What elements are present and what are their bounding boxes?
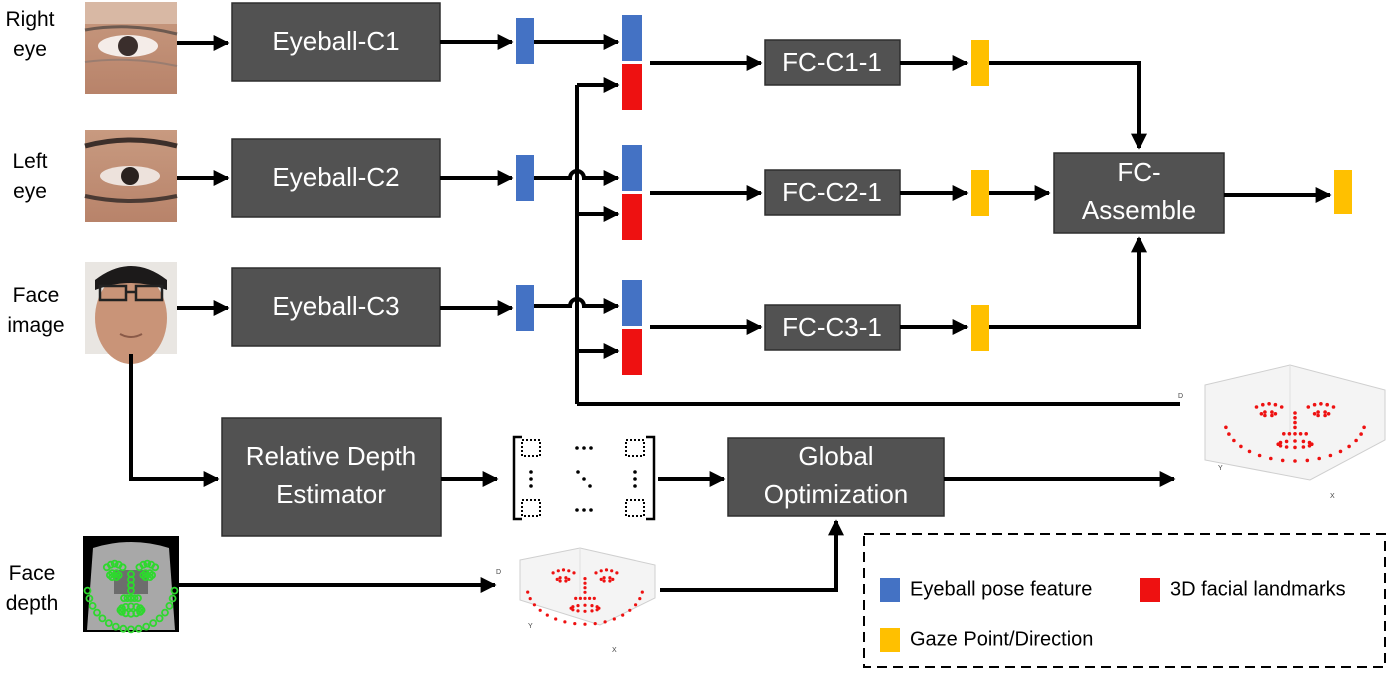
legend: Eyeball pose feature 3D facial landmarks… [863, 533, 1386, 668]
eyeball-pose-feature-1 [516, 18, 534, 64]
depth-map [83, 536, 179, 634]
concat-landmarks-2 [622, 194, 642, 240]
svg-text:FC-C1-1: FC-C1-1 [782, 47, 882, 77]
eyeball-c2-box: Eyeball-C2 [231, 138, 441, 218]
svg-text:X: X [1330, 493, 1335, 500]
legend-swatch-eyeball-pose [880, 578, 900, 602]
fc-c2-box: FC-C2-1 [764, 169, 901, 216]
concat-landmarks-3 [622, 329, 642, 375]
right-eye-photo [84, 2, 178, 94]
gaze-feature-2 [971, 170, 989, 216]
3d-scatter-plot-landmarks: D Y X [496, 547, 656, 654]
svg-text:FC-Assemble: FC-Assemble [1082, 157, 1196, 225]
concat-pose-3 [622, 280, 642, 326]
svg-text:X: X [612, 647, 617, 654]
eyeball-c1-box: Eyeball-C1 [231, 2, 441, 82]
eyeball-pose-feature-3 [516, 285, 534, 331]
fc-c3-box: FC-C3-1 [764, 304, 901, 351]
left-eye-photo [84, 130, 178, 222]
concat-pose-1 [622, 15, 642, 61]
legend-label-landmarks: 3D facial landmarks [1170, 578, 1346, 600]
legend-label-eyeball-pose: Eyeball pose feature [910, 578, 1092, 600]
concat-pose-2 [622, 145, 642, 191]
eyeball-c3-box: Eyeball-C3 [231, 267, 441, 347]
connectors [129, 34, 1332, 593]
svg-text:D: D [496, 569, 501, 576]
svg-text:FC-C2-1: FC-C2-1 [782, 177, 882, 207]
svg-text:FC-C3-1: FC-C3-1 [782, 312, 882, 342]
3d-scatter-plot-output: D Y X [1178, 364, 1386, 500]
svg-text:Eyeball-C3: Eyeball-C3 [272, 291, 399, 321]
svg-text:D: D [1178, 393, 1183, 400]
legend-swatch-gaze [880, 628, 900, 652]
fc-assemble-box: FC-Assemble [1053, 152, 1225, 234]
svg-text:Eyeball-C1: Eyeball-C1 [272, 26, 399, 56]
gaze-feature-3 [971, 305, 989, 351]
gaze-feature-1 [971, 40, 989, 86]
svg-text:Y: Y [528, 623, 533, 630]
eyeball-pose-feature-2 [516, 155, 534, 201]
fc-c1-box: FC-C1-1 [764, 39, 901, 86]
concat-landmarks-1 [622, 64, 642, 110]
face-photo [85, 262, 177, 364]
svg-text:Eyeball-C2: Eyeball-C2 [272, 162, 399, 192]
gaze-output [1334, 170, 1352, 214]
legend-label-gaze: Gaze Point/Direction [910, 628, 1093, 650]
legend-swatch-landmarks [1140, 578, 1160, 602]
svg-text:Y: Y [1218, 465, 1223, 472]
matrix-icon [512, 435, 656, 521]
